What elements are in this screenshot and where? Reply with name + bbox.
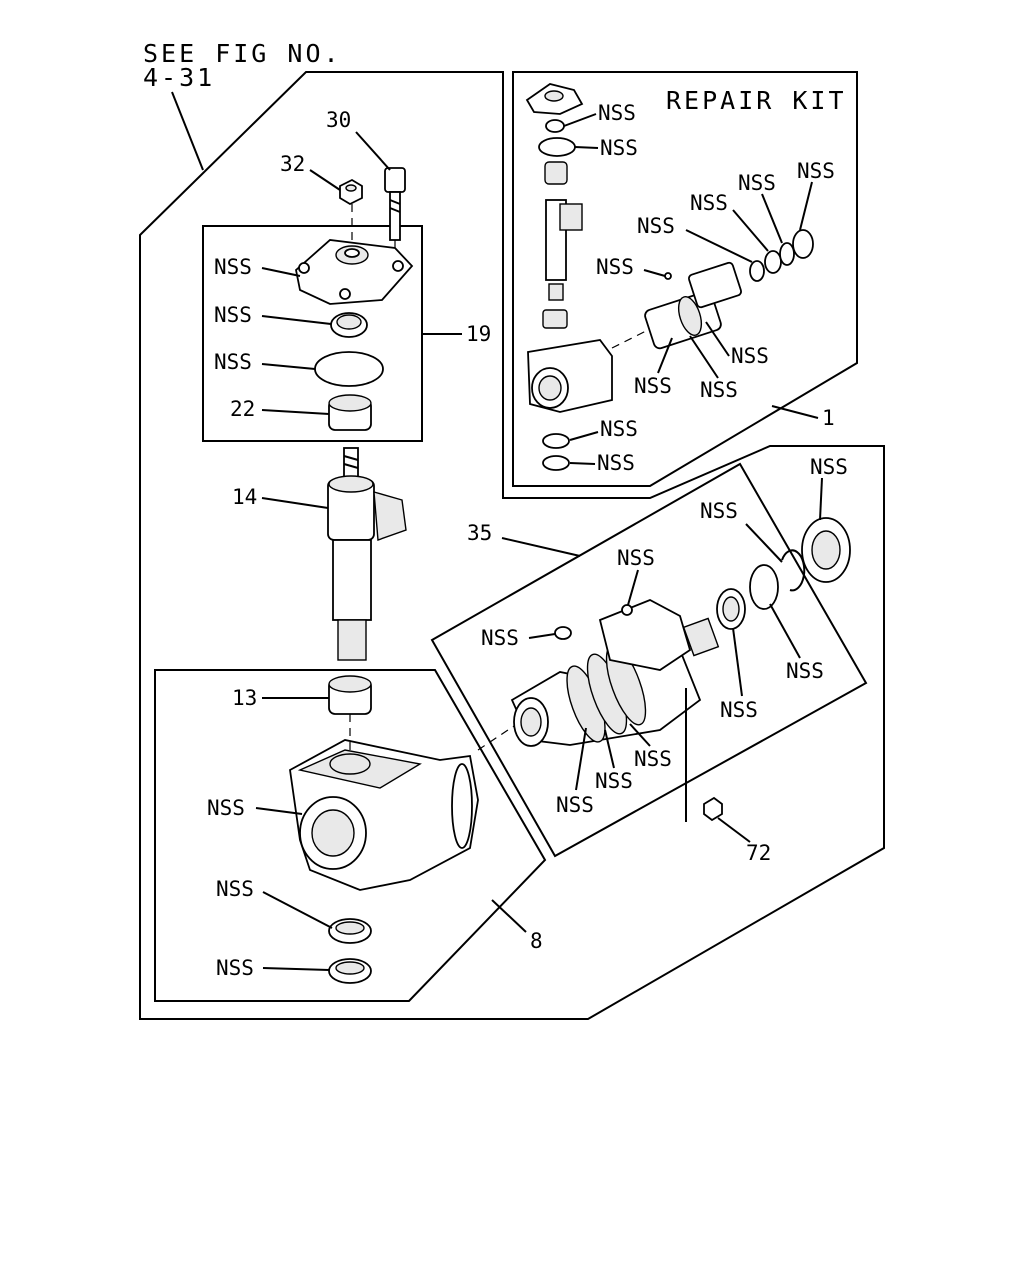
nss-label: NSS: [481, 626, 519, 650]
nss-label: NSS: [797, 159, 835, 183]
nss-label: NSS: [634, 747, 672, 771]
nss-label: NSS: [214, 255, 252, 279]
nss-label: NSS: [720, 698, 758, 722]
callout-72: 72: [746, 841, 771, 865]
kit-bearing: [544, 161, 568, 185]
callout-32: 32: [280, 152, 305, 176]
nss-label: NSS: [786, 659, 824, 683]
callout-8: 8: [530, 929, 543, 953]
housing-seal-b: [328, 958, 372, 984]
kit-seal-small: [545, 119, 565, 133]
nss-label: NSS: [216, 956, 254, 980]
bolt-30: [384, 167, 406, 241]
nss-label: NSS: [700, 499, 738, 523]
repair-kit-box: [512, 71, 858, 487]
top-cover-plate: [295, 239, 414, 305]
kit-housing: [527, 339, 613, 413]
nut-32: [339, 178, 363, 206]
valve-piston-assembly: [510, 599, 720, 747]
nss-label: NSS: [738, 171, 776, 195]
nss-label: NSS: [556, 793, 594, 817]
callout-1: 1: [822, 406, 835, 430]
bearing-13: [328, 675, 372, 715]
kit-cover: [525, 83, 584, 115]
callout-19: 19: [466, 322, 491, 346]
callout-30: 30: [326, 108, 351, 132]
assembly-outline: [139, 71, 885, 1020]
kit-seal-b: [542, 455, 570, 471]
nss-label: NSS: [598, 101, 636, 125]
kit-ring-4: [792, 229, 814, 259]
nss-label: NSS: [700, 378, 738, 402]
kit-seal-a: [542, 433, 570, 449]
kit-piston-assembly: [644, 261, 742, 350]
nss-label: NSS: [634, 374, 672, 398]
nss-label: NSS: [600, 417, 638, 441]
kit-axis-line: [611, 329, 649, 349]
valve-axis-line: [477, 721, 521, 751]
kit-oring: [538, 137, 576, 157]
nss-label: NSS: [617, 546, 655, 570]
nss-label: NSS: [207, 796, 245, 820]
nss-label: NSS: [600, 136, 638, 160]
nss-label: NSS: [596, 255, 634, 279]
valve-small-oring: [554, 626, 572, 640]
nss-label: NSS: [597, 451, 635, 475]
kit-small-oring: [664, 272, 672, 280]
cover-seal: [330, 312, 368, 338]
nss-label: NSS: [214, 303, 252, 327]
fig-number-label: 4-31: [143, 63, 215, 92]
see-fig-label: SEE FIG NO.: [143, 39, 342, 68]
nss-label: NSS: [216, 877, 254, 901]
nss-label: NSS: [731, 344, 769, 368]
cover-oring: [314, 351, 384, 387]
nss-label: NSS: [595, 769, 633, 793]
valve-ring-2: [749, 564, 779, 610]
callout-22: 22: [230, 397, 255, 421]
sector-shaft-14: [327, 447, 407, 661]
nss-label: NSS: [690, 191, 728, 215]
bearing-22: [328, 394, 372, 431]
nss-label: NSS: [214, 350, 252, 374]
valve-ring-1: [716, 588, 746, 630]
nss-label: NSS: [637, 214, 675, 238]
kit-bearing-lower: [542, 309, 568, 329]
valve-bearing: [801, 517, 851, 583]
bolt-72: [703, 796, 723, 822]
callout-14: 14: [232, 485, 257, 509]
callout-35: 35: [467, 521, 492, 545]
kit-sector-shaft: [545, 199, 583, 301]
housing-box: [154, 669, 547, 1002]
housing-seal-a: [328, 918, 372, 944]
kit-ring-2: [764, 250, 782, 274]
kit-ring-1: [749, 260, 765, 282]
kit-ring-3: [779, 242, 795, 266]
valve-kit-box: [430, 462, 868, 858]
repair-kit-label: REPAIR KIT: [666, 86, 847, 115]
nss-label: NSS: [810, 455, 848, 479]
fig-ref-leader: [171, 91, 204, 171]
gear-housing: [289, 739, 479, 891]
callout-13: 13: [232, 686, 257, 710]
